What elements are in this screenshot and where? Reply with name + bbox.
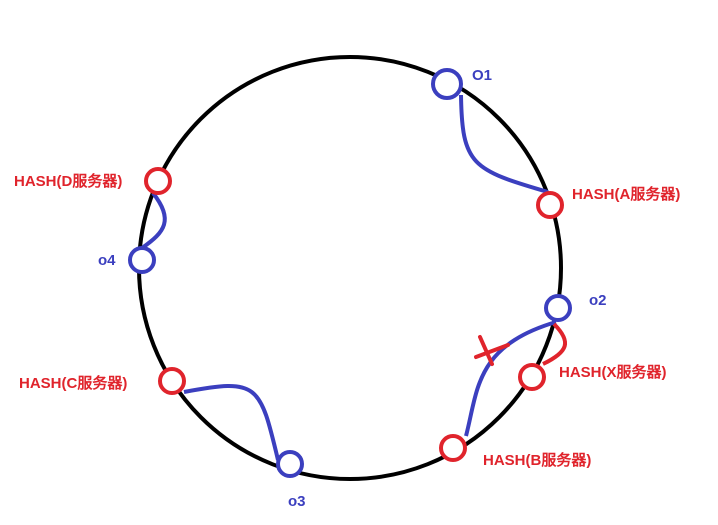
object-node-o3 [276, 450, 304, 478]
mapping-curve-o4-to-d [140, 191, 167, 250]
server-node-c [158, 367, 186, 395]
mapping-curve-b-to-o2-removed [464, 320, 557, 437]
server-node-d [144, 167, 172, 195]
object-label-o4: o4 [98, 252, 116, 269]
object-node-o1 [431, 68, 463, 100]
mapping-curve-o2-to-x [542, 322, 568, 366]
mapping-curve-c-to-o3 [183, 384, 280, 461]
object-label-o1: O1 [472, 67, 492, 84]
server-node-a [536, 191, 564, 219]
object-node-o4 [128, 246, 156, 274]
server-label-x: HASH(X服务器) [559, 363, 667, 381]
object-label-o3: o3 [288, 493, 306, 510]
server-label-a: HASH(A服务器) [572, 185, 680, 203]
server-node-x [518, 363, 546, 391]
server-label-d: HASH(D服务器) [14, 172, 122, 190]
removed-marker-icon [474, 335, 510, 366]
server-label-c: HASH(C服务器) [19, 374, 127, 392]
object-node-o2 [544, 294, 572, 322]
server-node-b [439, 434, 467, 462]
mapping-curve-o1-to-a [459, 94, 549, 194]
hash-ring [137, 55, 563, 481]
server-label-b: HASH(B服务器) [483, 451, 591, 469]
object-label-o2: o2 [589, 292, 607, 309]
